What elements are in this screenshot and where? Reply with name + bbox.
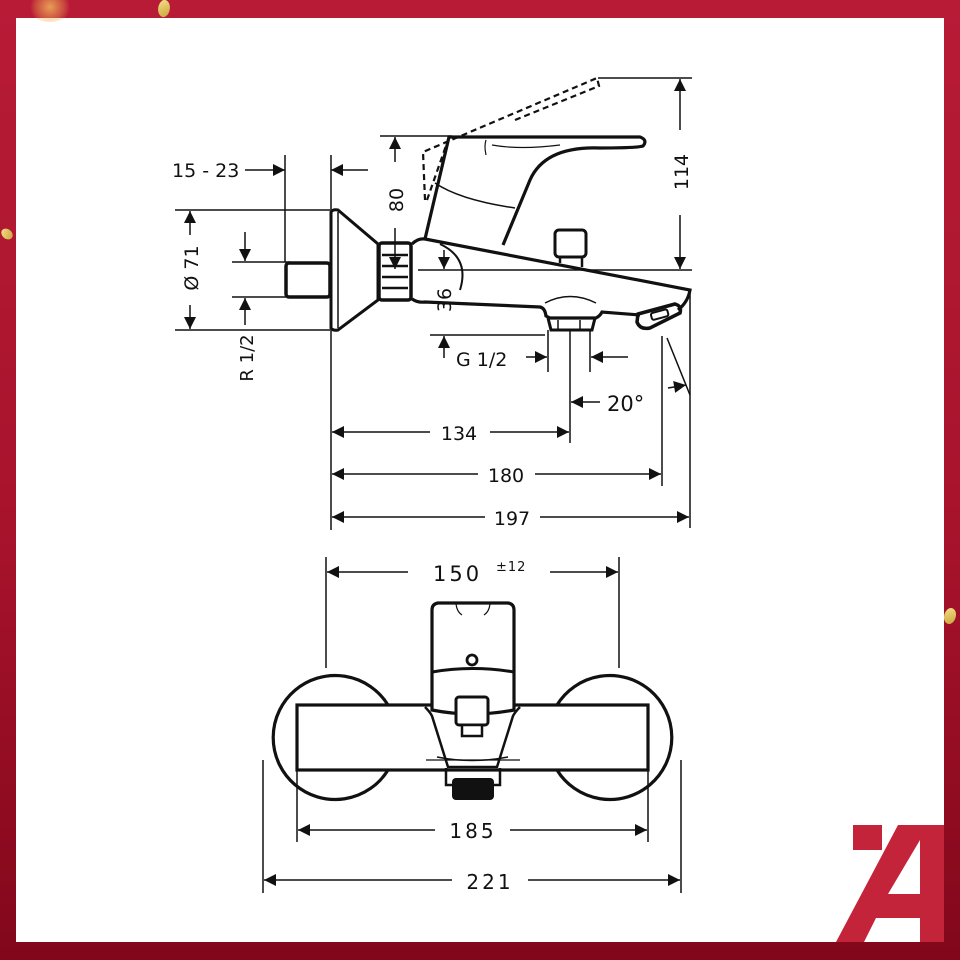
left-escutcheon [271, 673, 390, 802]
dimension-escutcheon-diameter [175, 209, 330, 331]
side-view: 15 - 23 Ø 71 R 1/2 [172, 76, 693, 530]
label-body-width: 185 [449, 819, 496, 843]
dimension-inlet-thread [232, 232, 290, 325]
front-aerator [444, 768, 502, 800]
escutcheon [329, 208, 380, 332]
label-spout-height: 36 [434, 288, 456, 312]
label-dim-180: 180 [488, 465, 524, 487]
a-logo-icon [836, 825, 944, 942]
front-view: 150 ±12 185 [262, 557, 682, 894]
right-escutcheon [555, 673, 674, 802]
dimension-angle [569, 290, 691, 528]
dimension-center-distance [325, 557, 620, 668]
diverter-knob [553, 228, 588, 267]
dimension-spout-height [430, 250, 545, 358]
label-handle-height: 80 [386, 188, 408, 212]
mixer-body [410, 237, 692, 320]
label-inlet-thread: R 1/2 [237, 334, 258, 381]
inlet-connector [284, 261, 332, 299]
label-total-width: 221 [466, 870, 513, 894]
label-outlet-thread: G 1/2 [456, 349, 507, 371]
body-arc [544, 295, 597, 304]
label-angle: 20° [607, 392, 644, 416]
dimension-total-width [262, 760, 682, 893]
label-dim-134: 134 [441, 423, 477, 445]
decorative-glow [28, 0, 72, 22]
label-dim-197: 197 [494, 508, 530, 530]
front-handle-dot [465, 653, 479, 667]
label-wall-distance: 15 - 23 [172, 160, 239, 182]
dimension-outlet-thread [526, 330, 628, 372]
label-escutcheon-diameter: Ø 71 [181, 245, 203, 290]
dimension-handle-height [380, 135, 452, 269]
spout-aerator [635, 302, 683, 331]
handle-raised-outline [421, 76, 601, 201]
front-diverter-knob [454, 695, 490, 727]
label-total-height: 114 [671, 154, 693, 190]
brand-logo [836, 820, 944, 942]
bath-outlet [546, 317, 597, 332]
body-curve [439, 243, 464, 291]
mixer-handle [423, 135, 647, 246]
dimension-total-height [418, 77, 692, 271]
label-center-tolerance: ±12 [496, 560, 526, 575]
dimension-body-width [296, 770, 649, 842]
label-center-distance: 150 [433, 562, 482, 586]
